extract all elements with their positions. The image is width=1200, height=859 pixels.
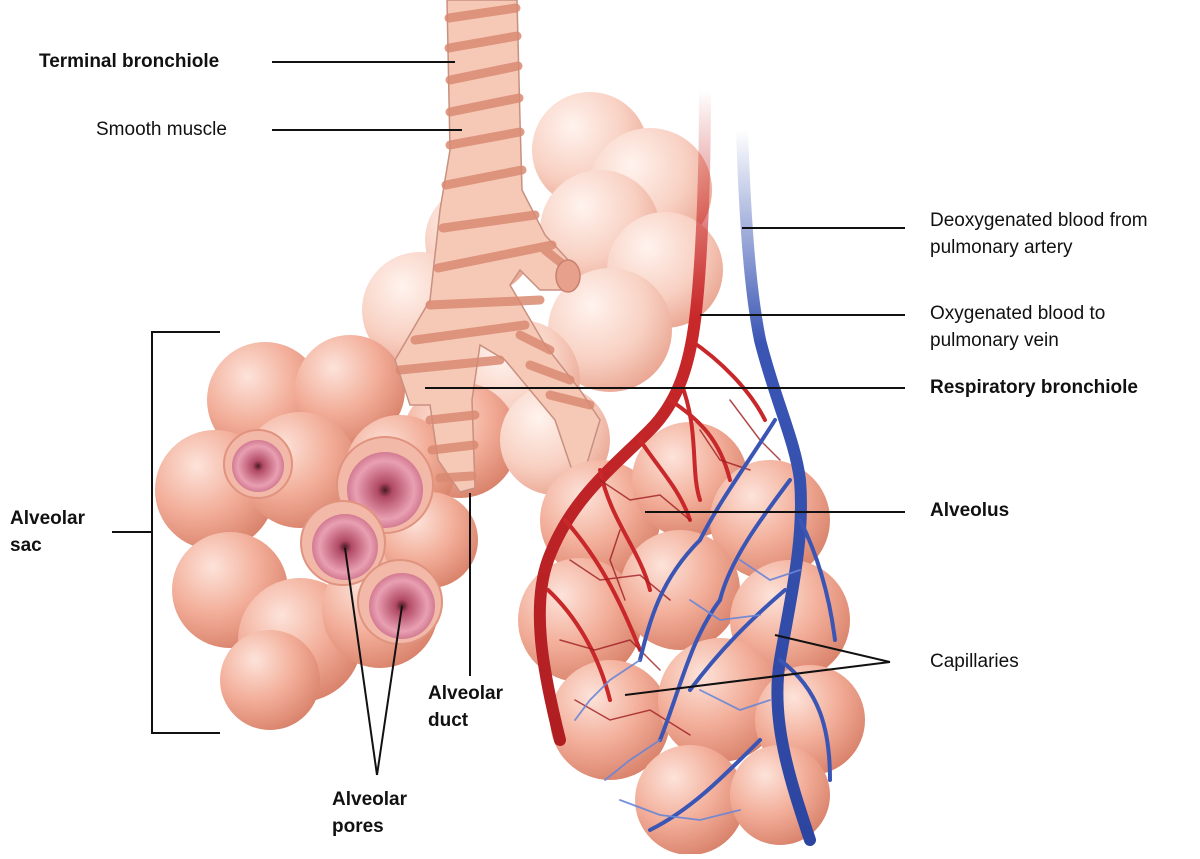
label-alveolus: Alveolus	[930, 500, 1010, 521]
capillary-alveoli-cluster	[518, 422, 865, 855]
label-smooth-muscle: Smooth muscle	[96, 119, 227, 140]
label-alveolar-duct-line2: duct	[428, 710, 469, 731]
label-oxygenated-line1: Oxygenated blood to	[930, 303, 1106, 324]
alveolar-sac-bracket	[112, 331, 220, 734]
label-alveolar-sac-line1: Alveolar	[10, 508, 85, 529]
label-alveolar-pores-line1: Alveolar	[332, 789, 407, 810]
bronchiole-tree	[394, 0, 601, 493]
label-respiratory-bronchiole: Respiratory bronchiole	[930, 377, 1138, 398]
label-alveolar-pores-line2: pores	[332, 816, 384, 837]
label-capillaries: Capillaries	[930, 651, 1019, 672]
label-terminal-bronchiole: Terminal bronchiole	[39, 51, 220, 72]
pulmonary-vessels	[533, 84, 837, 846]
label-deoxygenated-line1: Deoxygenated blood from	[930, 210, 1148, 231]
label-deoxygenated-line2: pulmonary artery	[930, 237, 1073, 258]
alveolar-sac-cluster	[155, 335, 478, 730]
label-alveolar-sac-line2: sac	[10, 535, 42, 556]
label-oxygenated-line2: pulmonary vein	[930, 330, 1059, 351]
label-alveolar-duct-line1: Alveolar	[428, 683, 503, 704]
leader-lines	[272, 61, 905, 776]
